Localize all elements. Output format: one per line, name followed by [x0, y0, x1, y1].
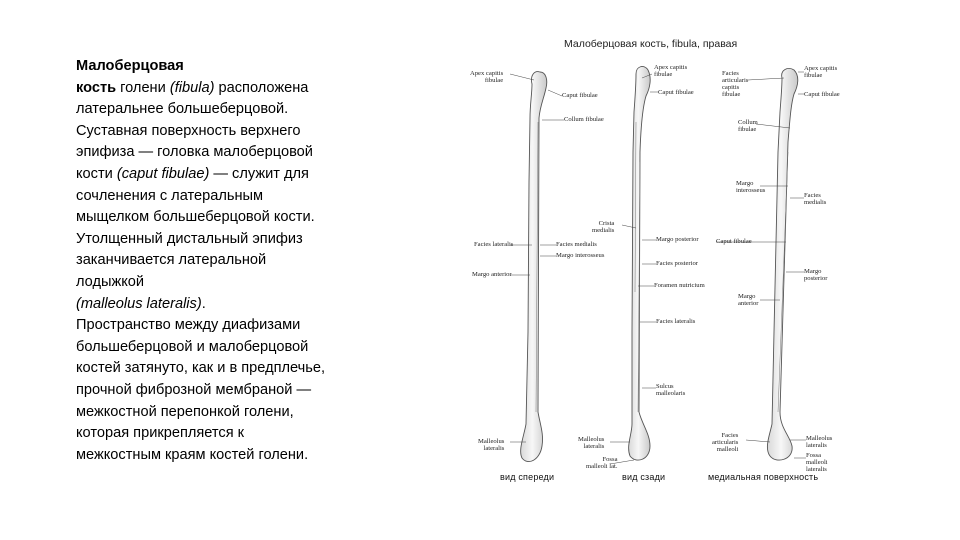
fibula-medial-bone	[767, 67, 799, 461]
label-caput-front: Caput fibulae	[562, 92, 598, 99]
label-caput-mid-medial: Caput fibulae	[716, 238, 752, 245]
text-line: кость голени (fibula) расположена	[76, 79, 309, 96]
description-text: Малоберцовая кость голени (fibula) распо…	[76, 56, 394, 466]
caption-back-view: вид сзади	[622, 472, 666, 482]
label-facies-post-back: Facies posterior	[656, 260, 698, 267]
text-line: прочной фиброзной мембраной —	[76, 381, 312, 398]
text-line: латеральнее большеберцовой.	[76, 101, 289, 118]
text-line: эпифиза — головка малоберцовой	[76, 144, 313, 161]
text-line: Утолщенный дистальный эпифиз	[76, 230, 303, 247]
label-facies-lat-front: Facies lateralis	[474, 241, 514, 248]
figure-title: Малоберцовая кость, fibula, правая	[564, 38, 738, 50]
text-line: межкостной перепонкой голени,	[76, 403, 294, 420]
label-caput-medial: Caput fibulae	[804, 91, 840, 98]
text-line: (malleolus lateralis).	[76, 295, 206, 312]
label-margo-post-back: Margo posterior	[656, 236, 699, 243]
fibula-front-bone	[520, 71, 548, 462]
text-line: Пространство между диафизами	[76, 317, 301, 334]
text-line: мыщелком большеберцовой кости.	[76, 209, 315, 226]
label-foramen-back: Foramen nutricium	[654, 282, 705, 289]
text-line: Суставная поверхность верхнего	[76, 122, 301, 139]
text-line: межкостным краям костей голени.	[76, 446, 309, 463]
text-line: Малоберцовая	[76, 58, 184, 74]
text-line: кости (caput fibulae) — служит для	[76, 165, 309, 182]
text-line: которая прикрепляется к	[76, 425, 245, 442]
text-line: сочленения с латеральным	[76, 187, 264, 204]
label-facies-med-front: Facies medialis	[556, 241, 597, 248]
fibula-illustration	[509, 66, 806, 465]
label-facies-lat-back: Facies lateralis	[656, 318, 696, 325]
text-line: костей затянуто, как и в предплечье,	[76, 360, 326, 377]
label-caput-back: Caput fibulae	[658, 89, 694, 96]
text-line: большеберцовой и малоберцовой	[76, 338, 309, 355]
label-collum-front: Collum fibulae	[564, 116, 604, 123]
caption-medial-view: медиальная поверхность	[708, 472, 819, 482]
fibula-figure: Малоберцовая кость, fibula, правая	[460, 32, 855, 492]
text-line: лодыжкой	[76, 273, 145, 290]
text-line: заканчивается латеральной	[76, 252, 267, 269]
label-margo-ant-front: Margo anterior	[472, 271, 512, 278]
caption-front-view: вид спереди	[500, 472, 555, 482]
label-margo-int-front: Margo interosseus	[556, 252, 605, 259]
